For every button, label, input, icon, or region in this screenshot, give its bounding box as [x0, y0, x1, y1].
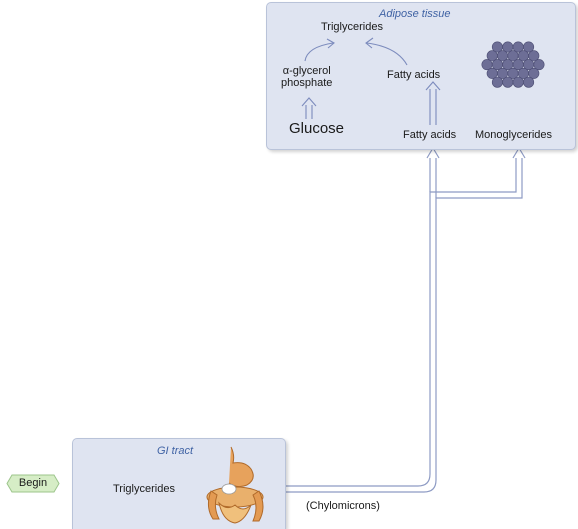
- hollow-arrow-glucose-icon: [301, 97, 317, 119]
- pathway-outer: [284, 154, 523, 493]
- curved-arrow-glycerol-icon: [304, 42, 334, 62]
- fat-cells-cluster-icon: [481, 41, 545, 88]
- monoglycerides-label: Monoglycerides: [475, 129, 553, 141]
- begin-hexagon-icon: [6, 474, 60, 493]
- curved-arrow-fatty-acids-icon: [366, 42, 408, 66]
- fatty-acids-inner-label: Fatty acids: [387, 69, 441, 81]
- fat-cell: [533, 59, 545, 71]
- adipose-title: Adipose tissue: [379, 8, 451, 20]
- gi-triglycerides: Triglycerides: [113, 483, 175, 495]
- fat-cell: [512, 76, 524, 88]
- gi-tract-panel: GI tract Triglycerides: [72, 438, 286, 529]
- begin-button[interactable]: Begin: [6, 474, 60, 493]
- begin-label[interactable]: Begin: [18, 477, 48, 489]
- pathway-inner: [284, 154, 517, 487]
- chylomicrons-label: (Chylomicrons): [306, 500, 380, 512]
- fat-cell: [523, 76, 535, 88]
- adipose-triglycerides: Triglycerides: [321, 21, 383, 33]
- alpha-glycerol-line2: phosphate: [281, 77, 333, 89]
- hollow-arrow-fatty-acids-icon: [425, 81, 441, 125]
- fat-cell: [528, 67, 540, 79]
- alpha-glycerol-label: α-glycerol phosphate: [281, 65, 332, 89]
- gi-title: GI tract: [157, 445, 194, 457]
- alpha-glycerol-line1: α-glycerol: [282, 65, 331, 77]
- glucose-label: Glucose: [289, 120, 345, 137]
- fat-cell: [523, 41, 535, 53]
- fat-cell: [528, 50, 540, 62]
- adipose-internal-arrows: [301, 37, 545, 125]
- fat-cell: [491, 76, 503, 88]
- fat-cell: [502, 76, 514, 88]
- fatty-acids-label: Fatty acids: [403, 129, 457, 141]
- adipose-tissue-panel: Adipose tissue Triglycerides α-glycerol …: [266, 2, 576, 150]
- digestive-tract-icon: [206, 446, 264, 524]
